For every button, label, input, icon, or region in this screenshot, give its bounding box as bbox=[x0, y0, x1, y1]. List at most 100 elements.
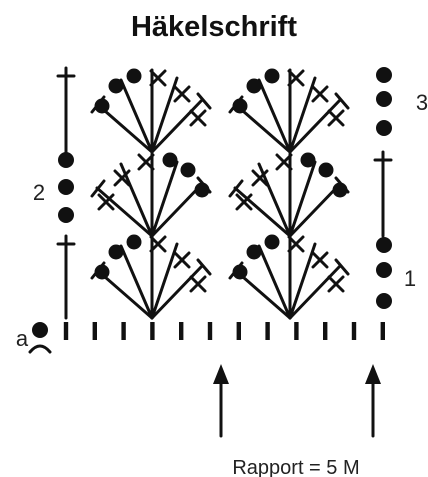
fan-row1-a bbox=[90, 234, 212, 320]
fan-row2-a bbox=[90, 152, 212, 238]
foundation-chain-tick bbox=[380, 322, 385, 340]
row-label-2: 2 bbox=[33, 180, 45, 205]
turning-chain-row2-1 bbox=[58, 152, 74, 168]
foundation-chain-tick bbox=[121, 322, 126, 340]
single-crochet-cross bbox=[189, 109, 207, 127]
turning-chain-row1-1 bbox=[376, 237, 392, 253]
chain-dot bbox=[246, 244, 262, 260]
fan-leg-4 bbox=[150, 76, 179, 154]
fan-side-bar bbox=[196, 258, 212, 276]
chain-dot bbox=[246, 78, 262, 94]
fan-leg-5 bbox=[150, 98, 204, 154]
fan-leg-2 bbox=[257, 244, 292, 320]
chain-dot bbox=[232, 264, 248, 280]
fan-side-bar bbox=[196, 92, 212, 110]
fan-leg-2 bbox=[257, 78, 292, 154]
cross-stroke bbox=[97, 193, 115, 211]
fan-row2-b bbox=[228, 152, 350, 238]
foundation-chain-tick bbox=[294, 322, 299, 340]
chain-dot bbox=[126, 234, 142, 250]
fan-leg-1 bbox=[95, 186, 154, 238]
single-crochet-cross bbox=[327, 109, 345, 127]
turning-chain-row2-3 bbox=[58, 207, 74, 223]
fan-leg-2 bbox=[119, 78, 154, 154]
foundation-chain-tick bbox=[265, 322, 270, 340]
turning-chain-row2-2 bbox=[58, 179, 74, 195]
fan-side-bar bbox=[228, 179, 244, 198]
single-crochet-cross bbox=[149, 69, 167, 87]
fan-leg-2 bbox=[119, 162, 154, 238]
fan-leg-4 bbox=[288, 242, 317, 320]
turning-chain-row1-3 bbox=[376, 293, 392, 309]
single-crochet-cross bbox=[137, 153, 155, 171]
fan-leg-2 bbox=[257, 162, 292, 238]
single-crochet-cross bbox=[235, 193, 253, 211]
fan-leg-4 bbox=[288, 160, 317, 238]
edge-stitch-row2-right bbox=[373, 150, 393, 238]
turning-chain-row1-2 bbox=[376, 262, 392, 278]
single-crochet-cross bbox=[327, 275, 345, 293]
fan-leg-4 bbox=[150, 242, 179, 320]
single-crochet-cross bbox=[287, 69, 305, 87]
row-label-3: 3 bbox=[416, 90, 428, 115]
cross-stroke bbox=[149, 235, 167, 253]
foundation-start-dot bbox=[32, 322, 48, 338]
foundation-chain-tick bbox=[63, 322, 69, 340]
chain-dot bbox=[318, 162, 334, 178]
foundation-chain-tick bbox=[351, 322, 357, 340]
fan-leg-5 bbox=[288, 182, 342, 238]
cross-stroke bbox=[287, 69, 305, 87]
fan-row3-b bbox=[228, 68, 350, 154]
fan-leg-5 bbox=[150, 264, 204, 320]
arrow-head bbox=[213, 364, 229, 384]
chain-dot bbox=[94, 98, 110, 114]
stitch-symbols bbox=[28, 66, 393, 438]
single-crochet-cross bbox=[173, 85, 191, 103]
fan-row3-a bbox=[90, 68, 212, 154]
single-crochet-cross bbox=[287, 235, 305, 253]
foundation-chain-tick bbox=[323, 322, 328, 340]
chain-dot bbox=[108, 244, 124, 260]
single-crochet-cross bbox=[97, 193, 115, 211]
repeat-arrow-left bbox=[213, 364, 229, 438]
turning-chain-row3-2 bbox=[376, 91, 392, 107]
cross-stroke bbox=[275, 153, 293, 171]
single-crochet-cross bbox=[113, 169, 131, 187]
cross-stroke bbox=[189, 275, 207, 293]
turning-chain-row3-1 bbox=[376, 67, 392, 83]
single-crochet-cross bbox=[311, 85, 329, 103]
chain-dot bbox=[126, 68, 142, 84]
cross-stroke bbox=[149, 69, 167, 87]
arrow-head bbox=[365, 364, 381, 384]
foundation-chain-tick bbox=[150, 322, 155, 340]
fan-leg-1 bbox=[233, 186, 292, 238]
single-crochet-cross bbox=[173, 251, 191, 269]
foundation-chain-tick bbox=[179, 322, 184, 340]
cross-stroke bbox=[173, 85, 191, 103]
cross-stroke bbox=[311, 251, 329, 269]
fan-side-bar bbox=[334, 92, 350, 110]
cross-stroke bbox=[189, 109, 207, 127]
chain-dot bbox=[108, 78, 124, 94]
fan-leg-5 bbox=[150, 182, 204, 238]
repeat-arrow-right bbox=[365, 364, 381, 438]
single-crochet-cross bbox=[275, 153, 293, 171]
edge-stitch-row1-left bbox=[56, 234, 76, 320]
start-label: a bbox=[16, 326, 29, 351]
chain-dot bbox=[332, 182, 348, 198]
chain-dot bbox=[300, 152, 316, 168]
single-crochet-cross bbox=[189, 275, 207, 293]
turning-chain-row3-3 bbox=[376, 120, 392, 136]
chain-dot bbox=[264, 234, 280, 250]
foundation-chain-tick bbox=[236, 322, 241, 340]
foundation-chain-tick bbox=[92, 322, 97, 340]
cross-stroke bbox=[287, 235, 305, 253]
single-crochet-cross bbox=[251, 169, 269, 187]
chain-dot bbox=[232, 98, 248, 114]
repeat-caption: Rapport = 5 M bbox=[232, 457, 359, 477]
chain-dot bbox=[194, 182, 210, 198]
chain-dot bbox=[94, 264, 110, 280]
chain-dot bbox=[264, 68, 280, 84]
cross-stroke bbox=[113, 169, 131, 187]
cross-stroke bbox=[251, 169, 269, 187]
